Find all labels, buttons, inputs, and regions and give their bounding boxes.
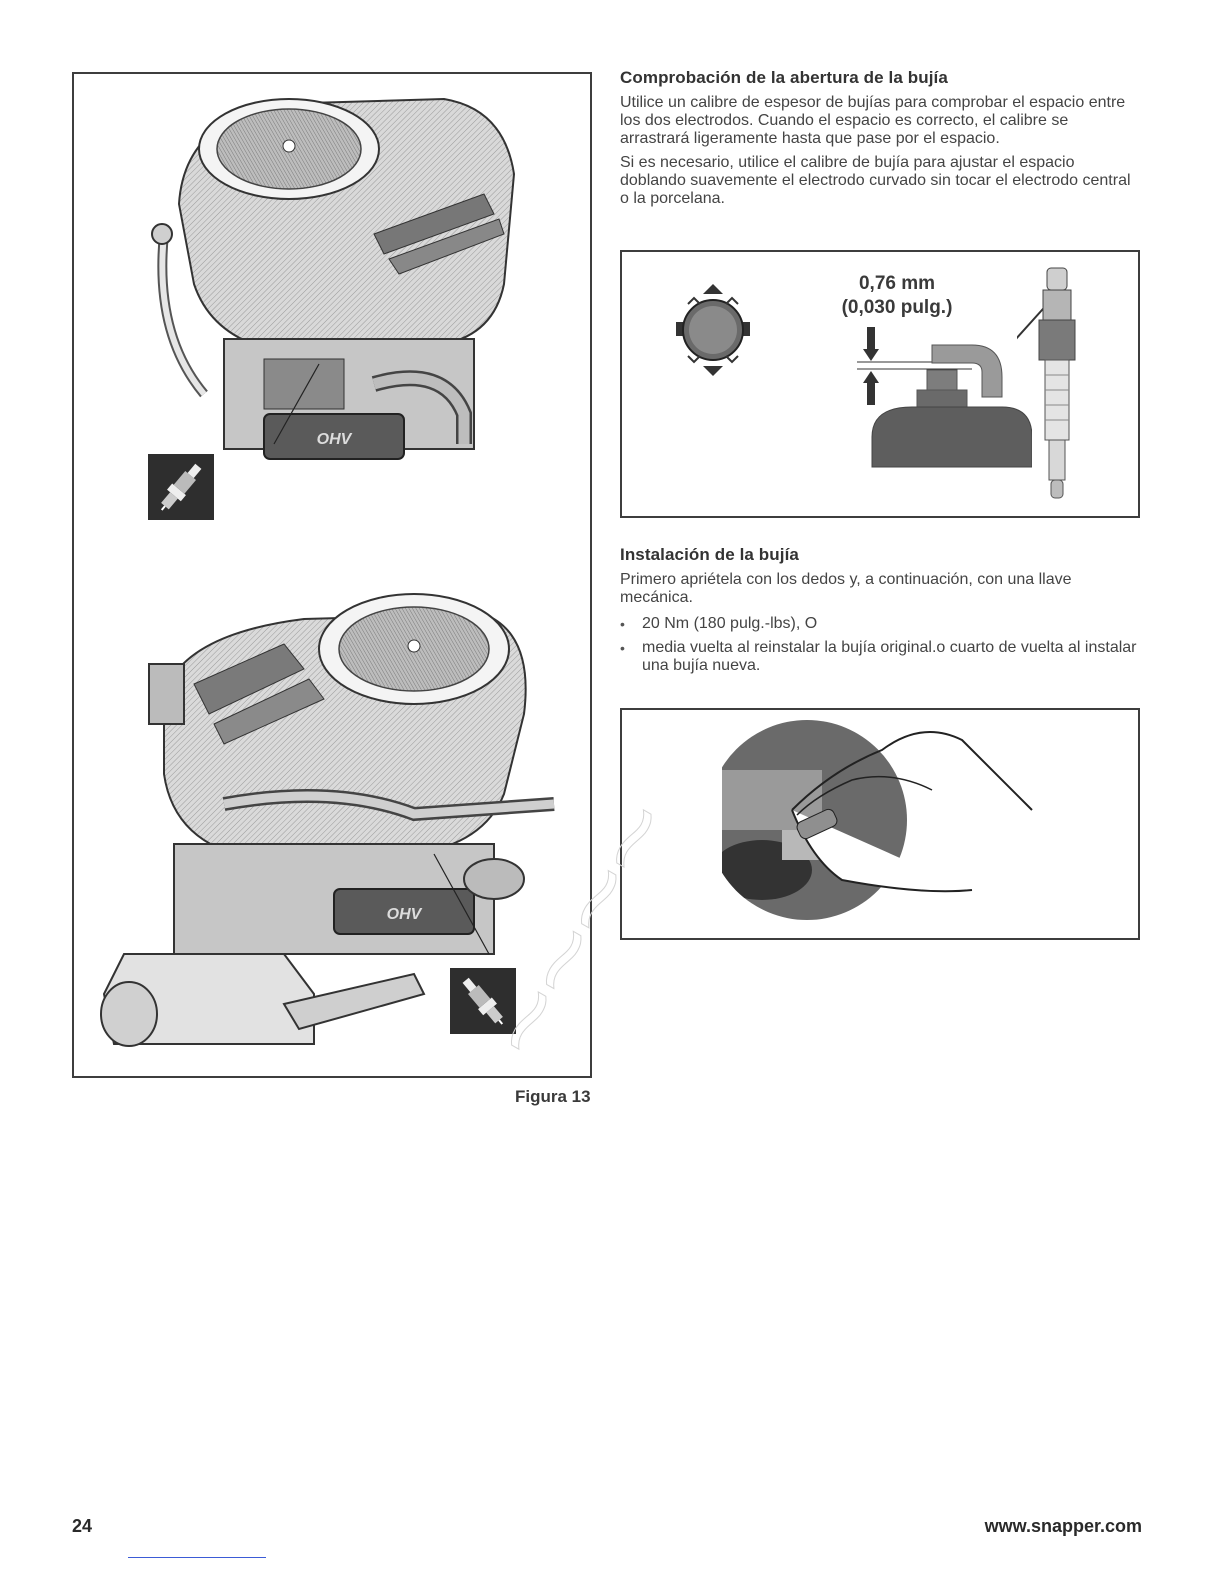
electrode-gap-drawing — [857, 327, 1032, 468]
gap-gauge-icon — [676, 284, 750, 376]
install-photo-box — [620, 708, 1140, 940]
page-number: 24 — [72, 1516, 93, 1536]
footer-rule — [128, 1557, 266, 1558]
install-section: Instalación de la bujía Primero apriétel… — [620, 545, 1140, 681]
gap-check-heading: Comprobación de la abertura de la bujía — [620, 68, 948, 87]
website-link[interactable]: www.snapper.com — [984, 1516, 1142, 1536]
gap-mm-value: 0,76 mm — [858, 273, 936, 294]
spark-plug-icon — [450, 968, 516, 1034]
figure-13-frame: OHV — [72, 72, 592, 1078]
gap-check-paragraph-2: Si es necesario, utilice el calibre de b… — [620, 154, 1131, 207]
install-heading: Instalación de la bujía — [620, 545, 799, 564]
engine-illustration-top: OHV — [151, 97, 516, 460]
gap-diagram-box: 0,76 mm (0,030 pulg.) — [620, 250, 1140, 518]
torque-item-2: media vuelta al reinstalar la bujía orig… — [620, 639, 1140, 675]
spark-plug-icon — [148, 454, 214, 520]
gap-check-paragraph-1: Utilice un calibre de espesor de bujías … — [620, 94, 1126, 147]
gap-measurement-label: 0,76 mm (0,030 pulg.) — [802, 272, 992, 320]
figure-caption: Figura 13 — [515, 1087, 591, 1106]
spark-plug-side-view — [1017, 267, 1076, 499]
engine-illustration-bottom: OHV — [100, 593, 555, 1047]
hand-installing-spark-plug — [722, 720, 1033, 920]
torque-list: 20 Nm (180 pulg.-lbs), O media vuelta al… — [620, 615, 1140, 675]
svg-text:OHV: OHV — [317, 431, 353, 448]
torque-item-1: 20 Nm (180 pulg.-lbs), O — [620, 615, 1140, 633]
gap-check-section: Comprobación de la abertura de la bujía … — [620, 68, 1140, 214]
svg-text:OHV: OHV — [387, 906, 423, 923]
gap-in-value: (0,030 pulg.) — [841, 297, 953, 318]
install-paragraph: Primero apriételа con los dedos y, a con… — [620, 571, 1072, 606]
